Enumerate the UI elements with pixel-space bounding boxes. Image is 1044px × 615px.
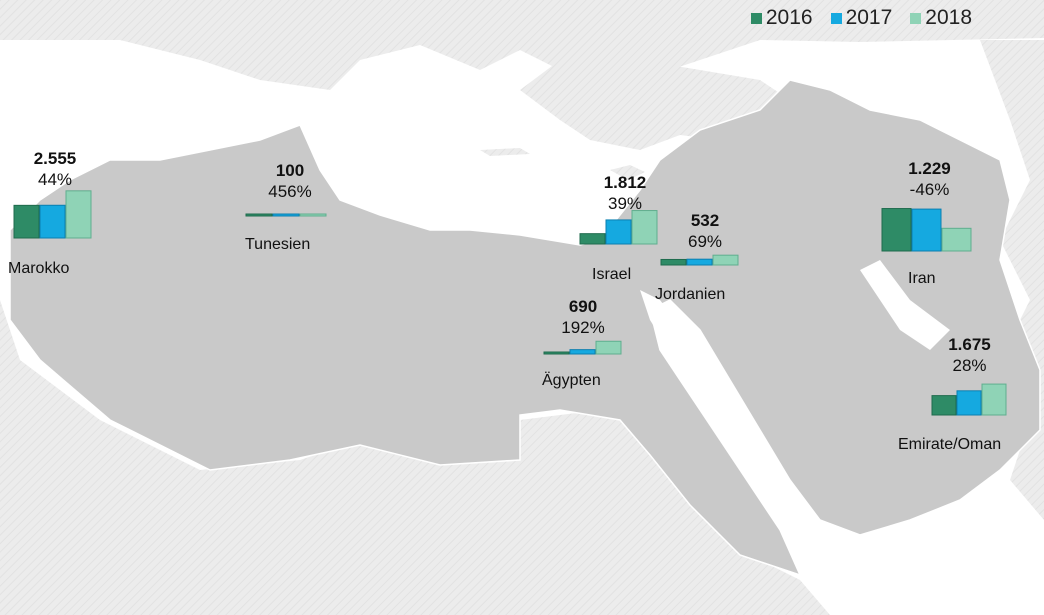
change-israel: 39% xyxy=(607,194,643,213)
bar-jordanien-2017 xyxy=(686,258,713,266)
change-emirate-oman: 28% xyxy=(952,356,987,375)
change-iran: -46% xyxy=(909,180,950,199)
bar-israel-2016 xyxy=(579,233,606,245)
bar-groups xyxy=(13,190,1007,416)
red-sea xyxy=(640,290,800,540)
change-marokko: 44% xyxy=(37,170,73,189)
name-aegypten: Ägypten xyxy=(542,372,601,389)
label-iran: 1.229 -46% xyxy=(892,158,967,200)
name-marokko: Marokko xyxy=(8,260,70,277)
total-jordanien: 532 xyxy=(690,211,720,230)
legend-item-2017: 2017 xyxy=(830,6,893,30)
legend-item-2018: 2018 xyxy=(910,6,972,30)
bar-emirateoman-2016 xyxy=(931,395,957,416)
total-tunesien: 100 xyxy=(275,161,305,180)
bar-iran-2016 xyxy=(881,208,912,252)
name-jordanien: Jordanien xyxy=(655,286,726,303)
bar-israel-2018 xyxy=(631,210,658,245)
label-marokko: 2.555 44% xyxy=(20,148,90,190)
bar-gypten-2016 xyxy=(543,351,570,355)
bar-israel-2017 xyxy=(605,219,632,245)
label-emirate-oman: 1.675 28% xyxy=(932,334,1007,376)
change-tunesien: 456% xyxy=(268,182,312,201)
total-emirate-oman: 1.675 xyxy=(948,335,991,354)
land-mena xyxy=(9,79,1041,577)
bar-tunesien-2017 xyxy=(272,213,300,217)
legend: 2016 2017 2018 xyxy=(750,6,972,30)
bar-tunesien-2018 xyxy=(299,213,327,217)
bar-emirateoman-2018 xyxy=(981,383,1007,416)
legend-swatch-2017 xyxy=(830,12,842,24)
legend-item-2016: 2016 xyxy=(750,6,813,30)
land-europe xyxy=(0,0,1044,90)
change-aegypten: 192% xyxy=(561,318,605,337)
label-aegypten: 690 192% xyxy=(548,296,618,338)
total-marokko: 2.555 xyxy=(33,149,77,168)
legend-label-2017: 2017 xyxy=(845,6,893,29)
change-jordanien: 69% xyxy=(687,232,723,251)
bar-gypten-2017 xyxy=(569,349,596,355)
persian-gulf xyxy=(860,260,950,350)
bar-iran-2018 xyxy=(941,227,972,252)
label-tunesien: 100 456% xyxy=(255,160,325,202)
bar-iran-2017 xyxy=(911,208,942,252)
total-iran: 1.229 xyxy=(908,159,951,178)
island-crete xyxy=(480,148,530,156)
bar-jordanien-2016 xyxy=(660,258,687,266)
total-israel: 1.812 xyxy=(603,173,647,192)
bar-tunesien-2016 xyxy=(245,213,273,217)
legend-label-2018: 2018 xyxy=(925,6,972,29)
bar-gypten-2018 xyxy=(595,340,622,355)
legend-swatch-2016 xyxy=(750,12,762,24)
island-cyprus xyxy=(610,165,645,180)
bar-marokko-2018 xyxy=(65,190,92,239)
name-tunesien: Tunesien xyxy=(245,236,311,253)
bar-marokko-2017 xyxy=(39,204,66,239)
bar-jordanien-2018 xyxy=(712,254,739,266)
legend-swatch-2018 xyxy=(910,12,922,24)
label-jordanien: 532 69% xyxy=(670,210,740,252)
total-aegypten: 690 xyxy=(568,297,598,316)
bar-marokko-2016 xyxy=(13,204,40,239)
label-israel: 1.812 39% xyxy=(585,172,665,214)
bar-emirateoman-2017 xyxy=(956,390,982,416)
legend-label-2016: 2016 xyxy=(765,6,813,29)
name-israel: Israel xyxy=(592,266,632,283)
name-iran: Iran xyxy=(908,270,936,287)
name-emirate-oman: Emirate/Oman xyxy=(898,436,1002,453)
